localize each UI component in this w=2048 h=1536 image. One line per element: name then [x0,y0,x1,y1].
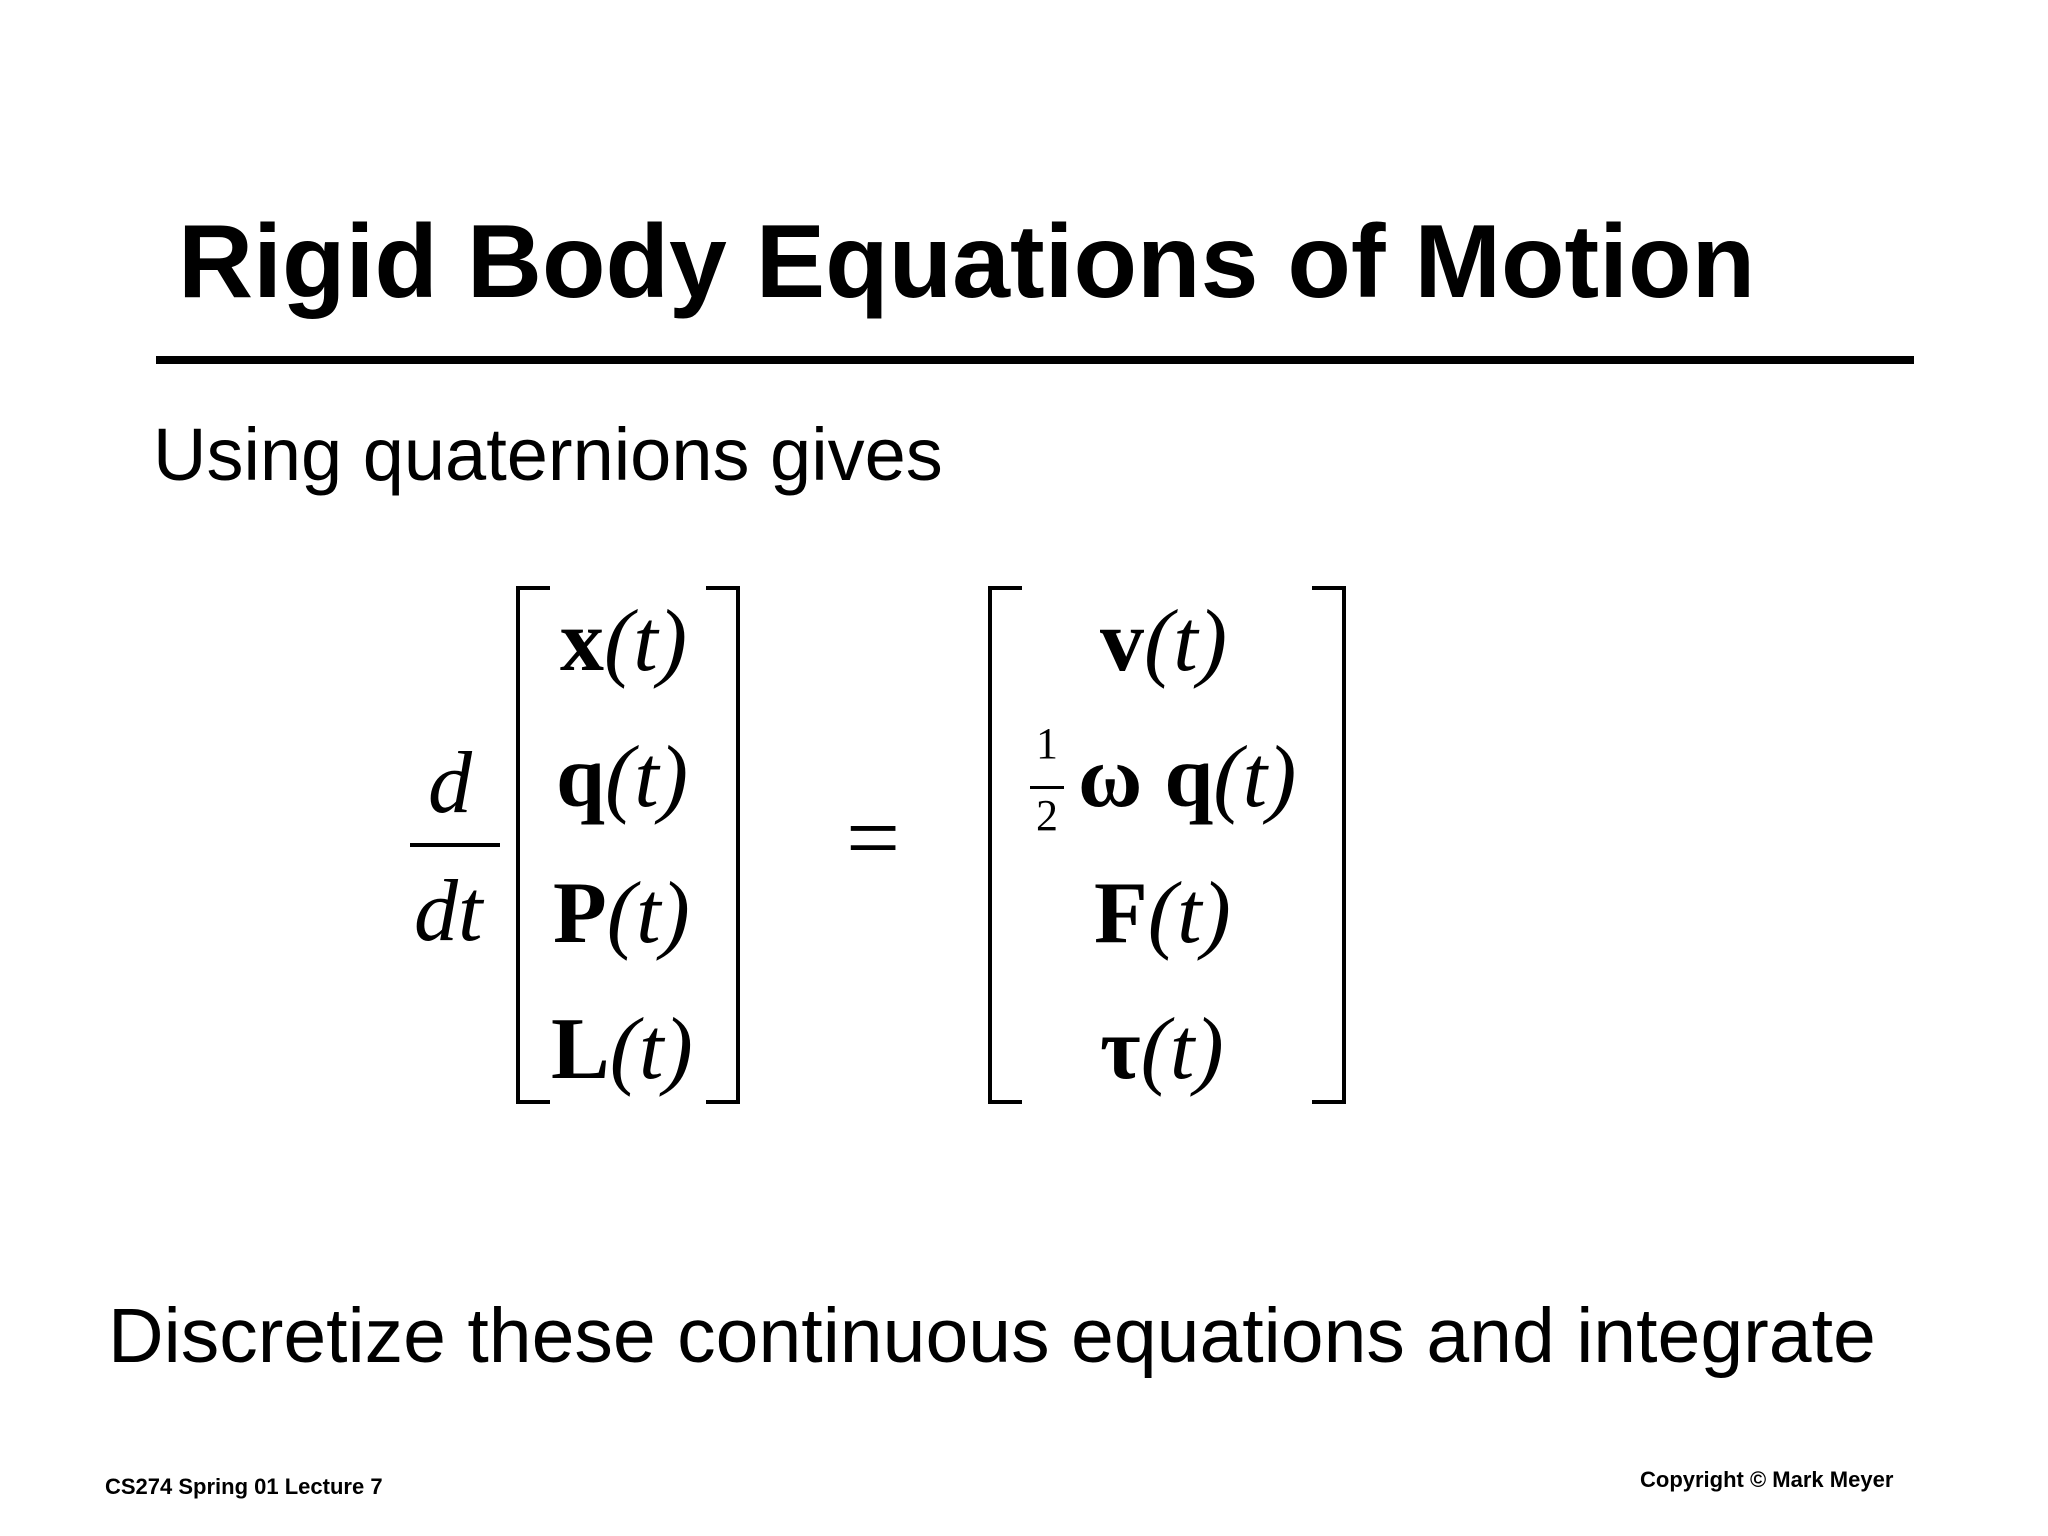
lhs-row-angular-momentum: L(t) [551,1001,693,1098]
intro-text: Using quaternions gives [153,413,943,496]
lhs-row-position: x(t) [560,593,688,690]
derivative-fraction-bar [410,843,500,847]
half-numerator: 1 [1036,719,1058,768]
half-denominator: 2 [1036,791,1058,840]
lhs-row-orientation: q(t) [556,729,689,826]
half-fraction-bar [1030,786,1064,789]
derivative-numerator: d [428,735,472,832]
slide-title: Rigid Body Equations of Motion [178,204,1756,320]
title-underline [156,356,1914,364]
rhs-row-quaternion-expression: ω q(t) [1078,729,1297,826]
derivative-denominator: dt [414,863,483,960]
conclusion-text: Discretize these continuous equations an… [108,1293,1876,1379]
rhs-row-velocity: v(t) [1100,593,1228,690]
rhs-row-torque: τ(t) [1100,1001,1224,1098]
footer-copyright: Copyright © Mark Meyer [1640,1467,1894,1492]
lhs-row-linear-momentum: P(t) [553,865,690,962]
equals-sign: = [846,784,901,891]
footer-course-label: CS274 Spring 01 Lecture 7 [105,1474,383,1499]
rhs-row-force: F(t) [1094,865,1231,962]
